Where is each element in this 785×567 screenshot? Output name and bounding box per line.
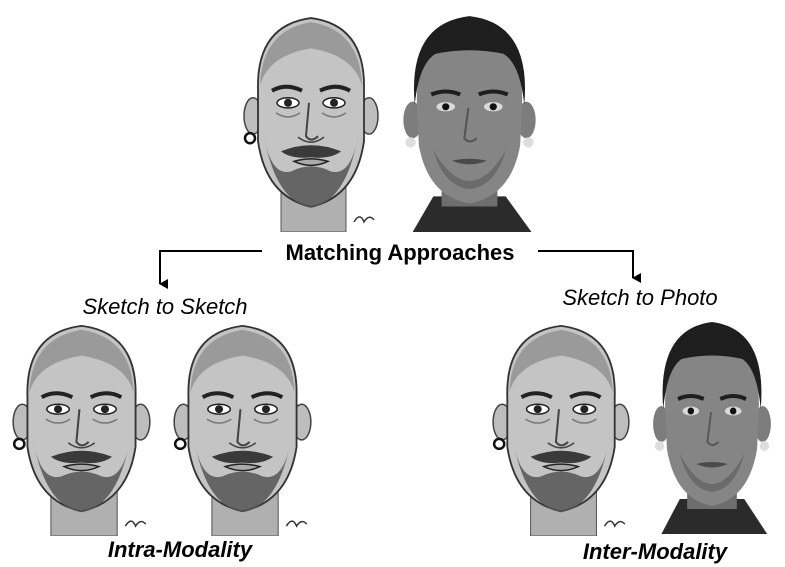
sketch-image <box>236 10 386 232</box>
branch-label-sketch-to-photo: Sketch to Photo <box>535 283 745 313</box>
sketch-image-left <box>5 318 158 536</box>
sketch-image-right <box>166 318 319 536</box>
sketch-image-inter <box>485 318 637 536</box>
photo-image-inter <box>643 314 781 534</box>
caption-intra-modality: Intra-Modality <box>85 535 275 565</box>
right-connector-arrow <box>538 251 633 278</box>
photo-image <box>392 8 547 232</box>
caption-inter-modality: Inter-Modality <box>555 537 755 567</box>
left-connector-arrow <box>160 251 262 284</box>
diagram-title: Matching Approaches <box>255 238 545 268</box>
